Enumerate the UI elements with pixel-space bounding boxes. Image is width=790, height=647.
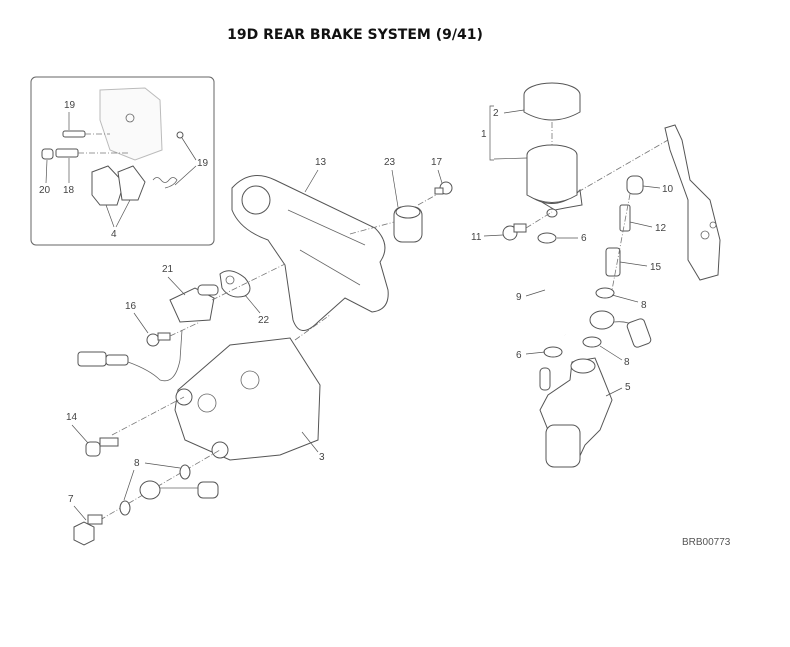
callout-label: 8 — [641, 300, 647, 311]
callout-label: 18 — [63, 185, 75, 196]
part-bushing[interactable] — [393, 205, 423, 243]
part-mounting-plate[interactable] — [664, 124, 721, 281]
part-clip[interactable] — [176, 131, 184, 139]
callout-label: 16 — [125, 301, 137, 312]
callout-label: 21 — [162, 264, 174, 275]
part-hose-clamp[interactable] — [537, 232, 557, 244]
part-banjo-bolt[interactable] — [73, 514, 103, 546]
part-banjo-fitting[interactable] — [139, 480, 219, 500]
inset-box — [30, 76, 215, 246]
part-pin[interactable] — [62, 130, 86, 138]
callout-label: 17 — [431, 157, 443, 168]
part-washer[interactable] — [119, 500, 131, 516]
callout-label: 12 — [655, 223, 667, 234]
callout-label: 13 — [315, 157, 327, 168]
callout-label: 10 — [662, 184, 674, 195]
callout-label: 19 — [197, 158, 209, 169]
part-brake-caliper[interactable] — [174, 337, 321, 461]
part-master-cylinder[interactable] — [539, 357, 613, 468]
part-adapter[interactable] — [619, 204, 631, 232]
callout-label: 9 — [516, 292, 522, 303]
part-hose-clamp[interactable] — [543, 346, 563, 358]
part-spring[interactable] — [152, 177, 178, 189]
callout-label: 7 — [68, 494, 74, 505]
part-bleeder-cap[interactable] — [626, 175, 644, 195]
inset-caliper — [99, 87, 163, 161]
callout-label: 22 — [258, 315, 270, 326]
drawing-code: BRB00773 — [682, 537, 731, 548]
part-bolt[interactable] — [85, 437, 119, 457]
callout-label: 1 — [481, 129, 487, 140]
callout-label: 6 — [581, 233, 587, 244]
part-abs-sensor-cable[interactable] — [77, 329, 183, 382]
page-title: 19D REAR BRAKE SYSTEM (9/41) — [227, 27, 483, 43]
part-screw[interactable] — [434, 181, 453, 195]
part-screw[interactable] — [146, 332, 171, 347]
callout-label: 20 — [39, 185, 51, 196]
callout-label: 3 — [319, 452, 325, 463]
part-banjo-fitting[interactable] — [589, 310, 652, 348]
callout-label: 4 — [111, 229, 117, 240]
part-screw[interactable] — [502, 223, 527, 241]
part-washer[interactable] — [595, 287, 615, 299]
callout-label: 2 — [493, 108, 499, 119]
part-caliper-bracket[interactable] — [231, 175, 389, 331]
part-gasket[interactable] — [219, 270, 251, 298]
part-reservoir[interactable] — [526, 144, 583, 218]
part-sensor-bracket[interactable] — [169, 284, 219, 323]
callout-label: 6 — [516, 350, 522, 361]
part-bleed-valve[interactable] — [55, 148, 79, 158]
callout-label: 14 — [66, 412, 78, 423]
part-brake-pads[interactable] — [91, 165, 146, 206]
callout-label: 8 — [624, 357, 630, 368]
callout-label: 11 — [471, 232, 482, 243]
part-washer[interactable] — [582, 336, 602, 348]
part-washer[interactable] — [179, 464, 191, 480]
part-hose[interactable] — [539, 258, 568, 338]
group-brace — [489, 105, 494, 161]
callout-label: 5 — [625, 382, 631, 393]
callout-label: 19 — [64, 100, 76, 111]
callout-label: 8 — [134, 458, 140, 469]
callout-label: 15 — [650, 262, 662, 273]
part-banjo-bolt[interactable] — [605, 247, 621, 277]
callout-label: 23 — [384, 157, 396, 168]
part-reservoir-cap[interactable] — [523, 82, 581, 121]
part-cap[interactable] — [41, 148, 54, 160]
